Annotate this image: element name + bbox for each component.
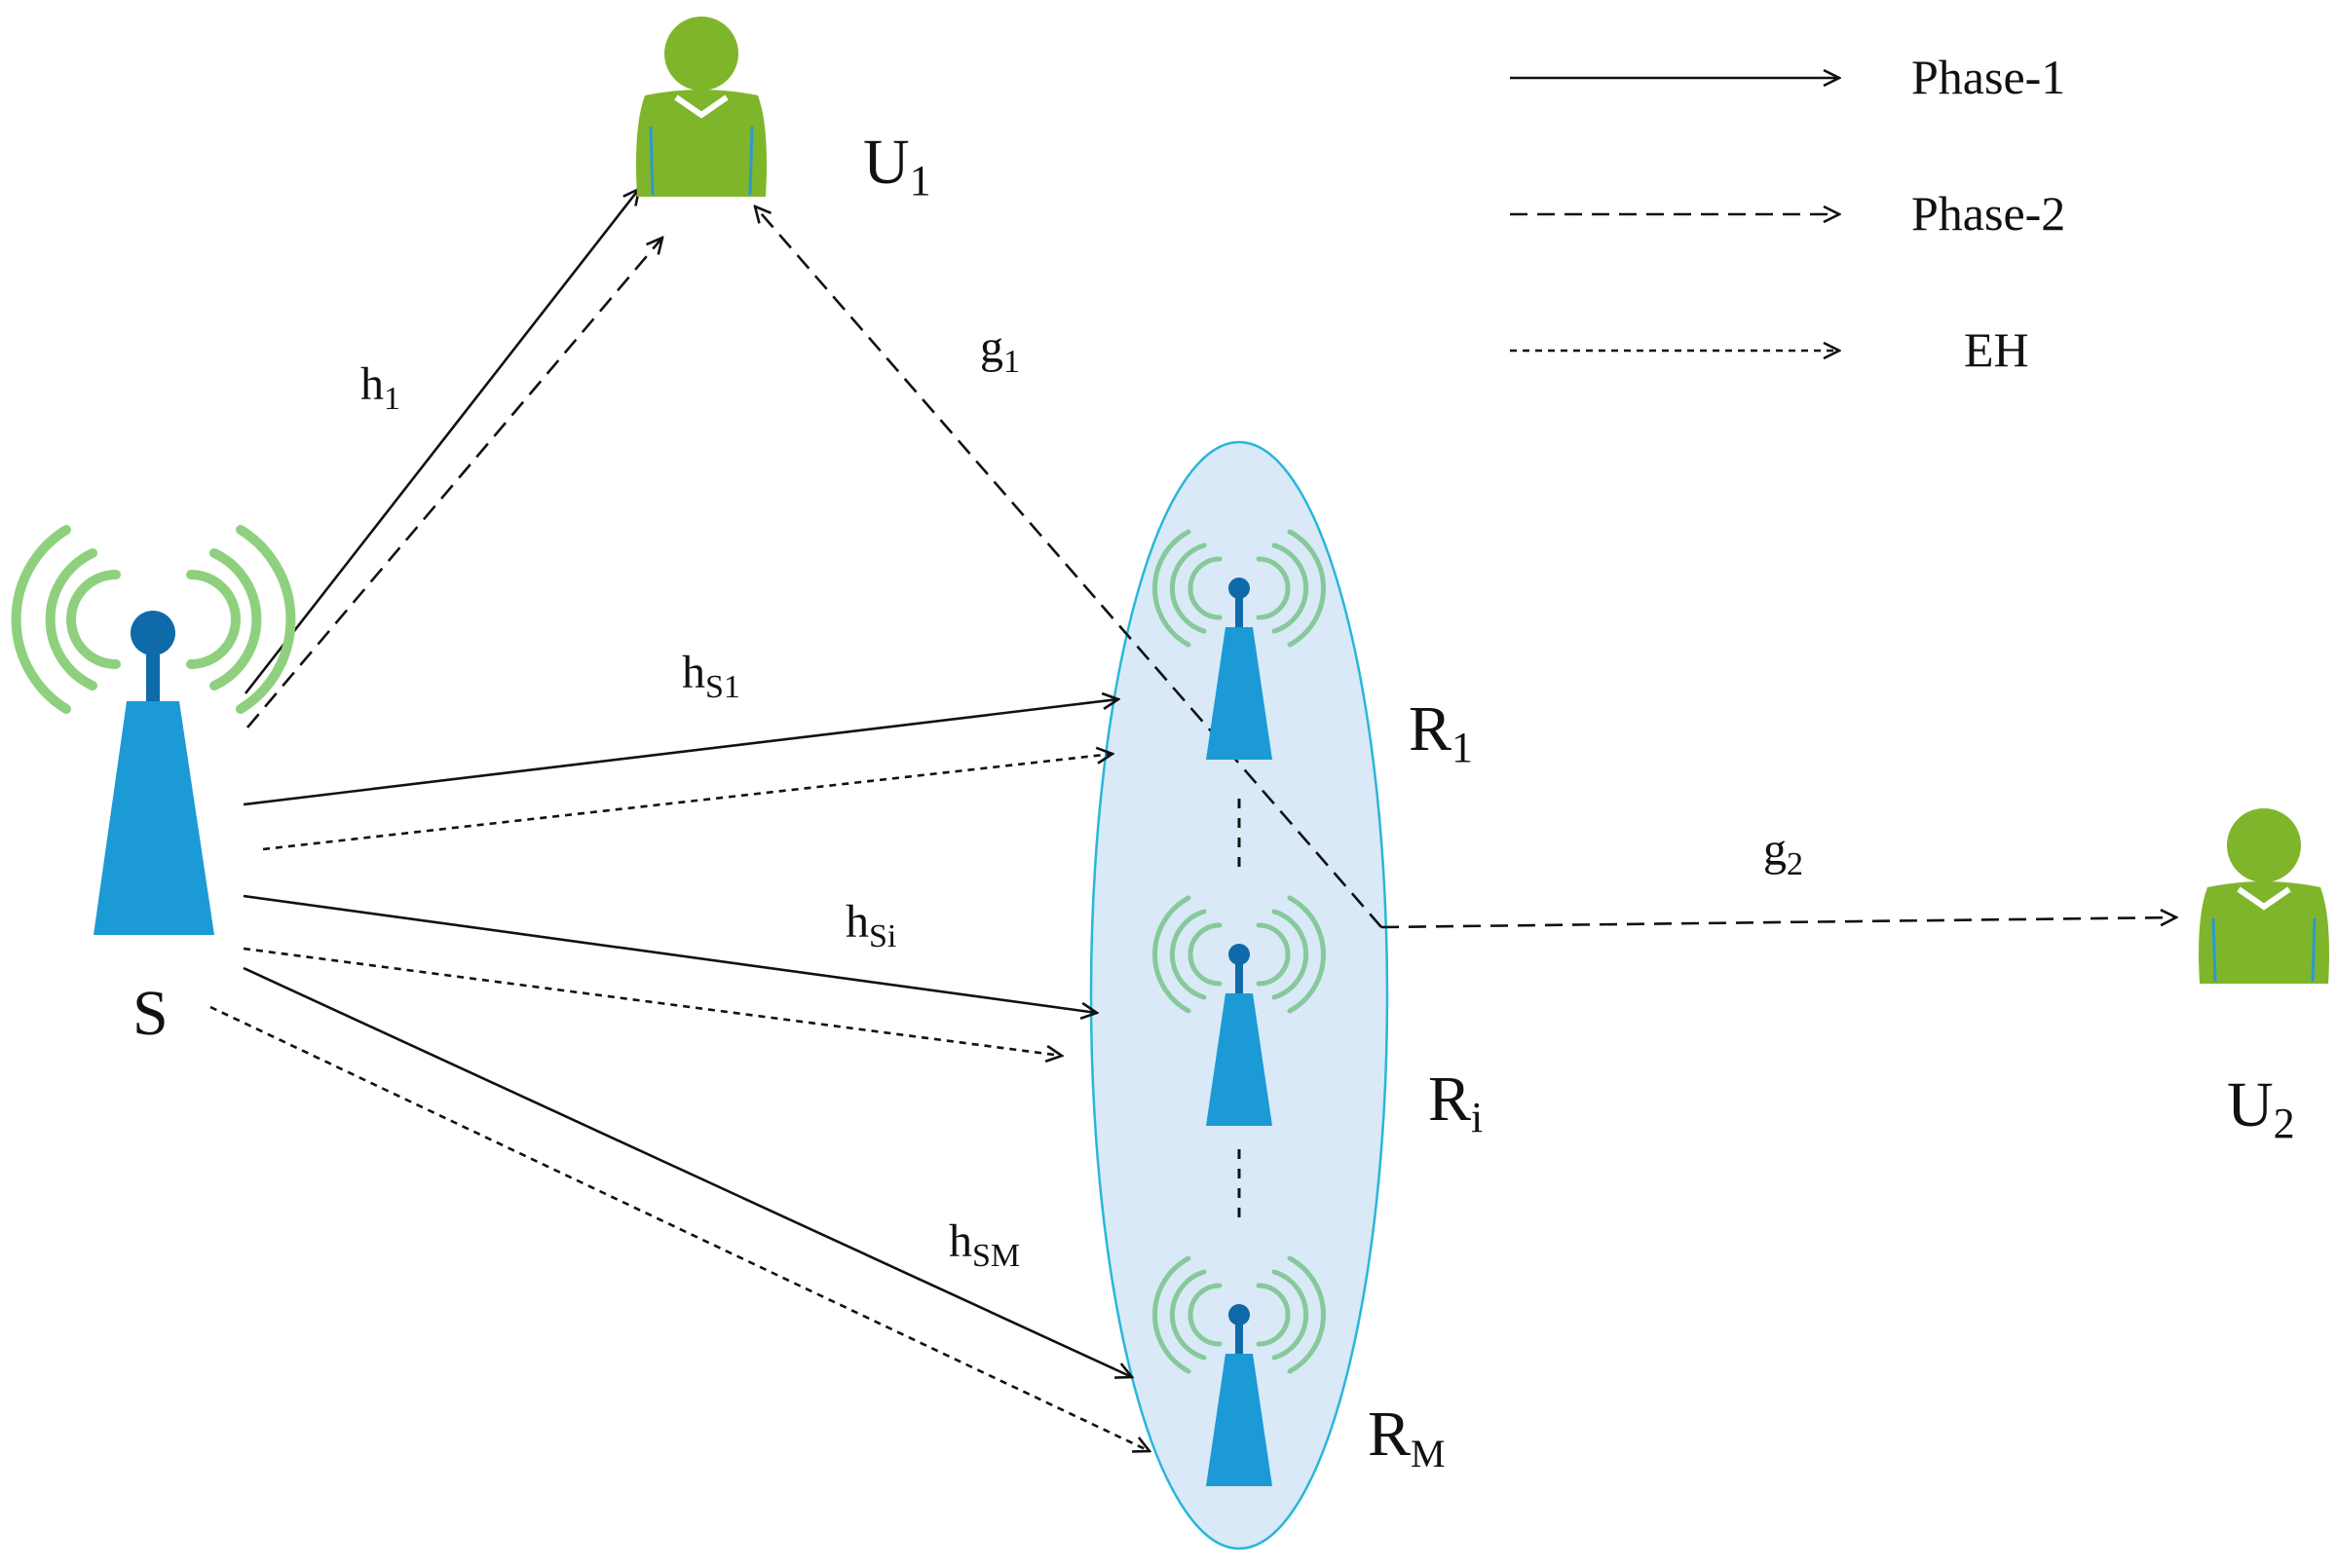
relay-m-tower-icon xyxy=(1152,1255,1326,1486)
user-2-icon xyxy=(2199,808,2329,984)
channel-hs1-label: hS1 xyxy=(682,647,740,705)
relay-m-label: RM xyxy=(1368,1399,1446,1475)
link-s-r1-eh xyxy=(262,754,1112,851)
link-s-rm-eh xyxy=(209,1005,1150,1451)
source-label: S xyxy=(132,978,169,1049)
relay-1-tower-icon xyxy=(1152,529,1326,760)
link-s-ri-eh xyxy=(243,947,1062,1056)
relay-i-label: Ri xyxy=(1428,1064,1483,1141)
channel-hsi-label: hSi xyxy=(846,896,896,954)
legend-eh-label: EH xyxy=(1964,322,2029,377)
link-s-ri-phase1 xyxy=(243,894,1097,1013)
relay-1-label: R1 xyxy=(1409,693,1473,771)
channel-hsm-label: hSM xyxy=(949,1215,1020,1274)
source-tower-icon xyxy=(11,525,296,935)
legend-phase1-label: Phase-1 xyxy=(1911,50,2065,104)
user-1-label: U1 xyxy=(863,127,931,205)
legend: Phase-1 Phase-2 EH xyxy=(1510,50,2065,377)
user-1-icon xyxy=(636,17,767,197)
link-relay-u2-phase2 xyxy=(1380,917,2176,929)
link-s-r1-phase1 xyxy=(243,699,1118,806)
link-relay-u1-phase2 xyxy=(755,206,1382,928)
channel-g2-label: g2 xyxy=(1763,824,1803,882)
channel-g1-label: g1 xyxy=(980,321,1020,380)
relay-i-tower-icon xyxy=(1152,895,1326,1126)
legend-phase2-label: Phase-2 xyxy=(1911,186,2065,241)
link-s-u1-phase2 xyxy=(246,238,662,728)
channel-h1-label: h1 xyxy=(360,358,400,417)
user-2-label: U2 xyxy=(2227,1069,2295,1147)
link-s-rm-phase1 xyxy=(243,966,1132,1377)
link-s-u1-phase1 xyxy=(244,189,639,694)
